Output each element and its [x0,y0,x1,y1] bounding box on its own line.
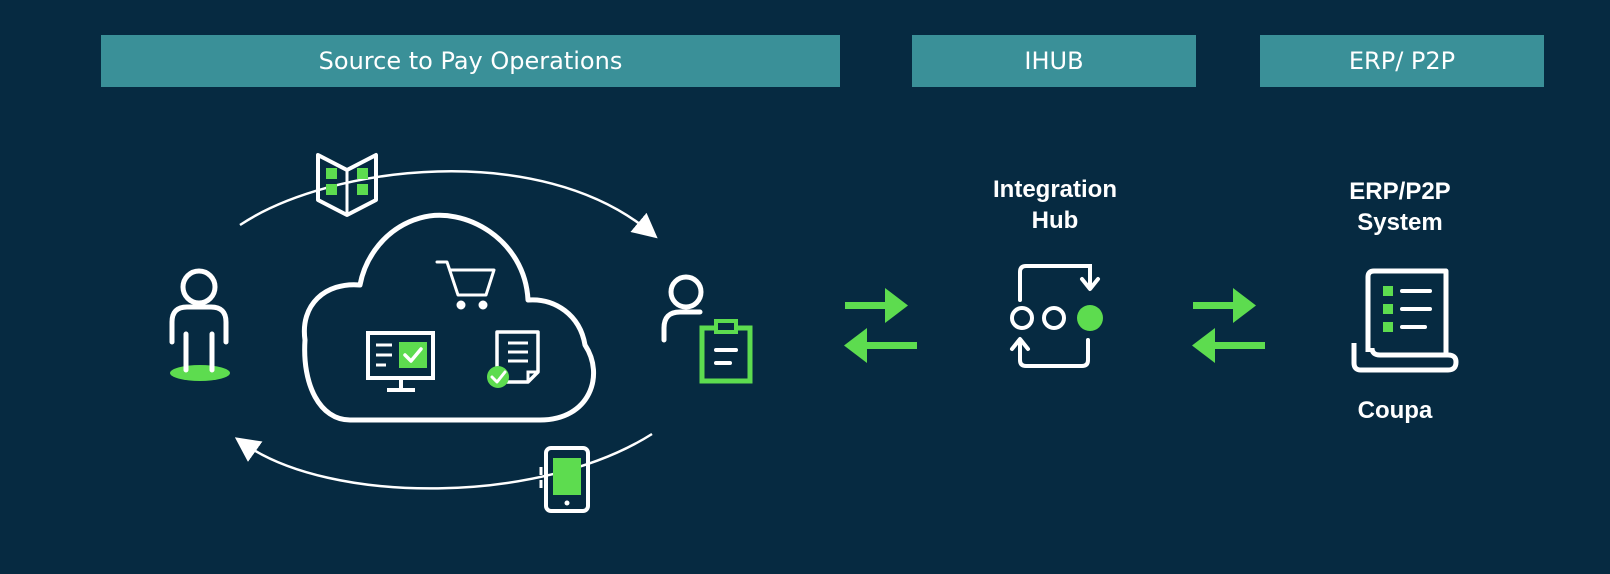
integration-hub-icon [1010,264,1103,368]
mobile-phone-icon [539,446,590,513]
catalog-book-icon [316,153,378,217]
header-erp: ERP/ P2P [1260,35,1544,87]
cycle-arc-top [239,170,658,239]
header-ihub-label: IHUB [1024,47,1084,75]
exchange-arrows-icon [844,288,917,363]
header-source-to-pay: Source to Pay Operations [101,35,840,87]
document-check-icon [487,330,540,388]
cycle-arc-bottom [234,432,653,490]
header-erp-label: ERP/ P2P [1348,47,1456,75]
header-source-to-pay-label: Source to Pay Operations [318,47,623,75]
monitor-check-icon [366,331,435,392]
coupa-label: Coupa [1357,397,1433,424]
user-icon [169,268,230,381]
integration-hub-label: Integration Hub [993,176,1117,234]
user-clipboard-icon [661,274,753,384]
cloud-icon [301,212,596,423]
shopping-cart-icon [435,260,496,310]
header-ihub: IHUB [912,35,1196,87]
exchange-arrows-icon [1192,288,1265,363]
receipt-document-icon [1351,268,1459,373]
erp-system-label: ERP/P2P System [1349,178,1451,236]
